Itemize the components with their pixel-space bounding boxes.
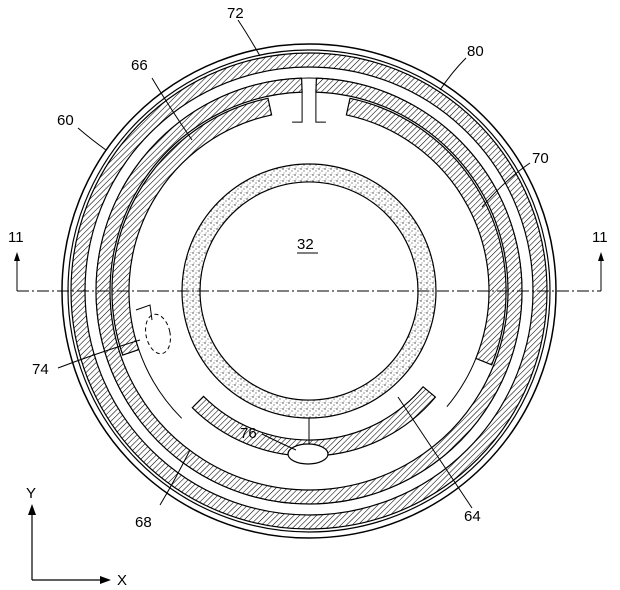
label-68: 68 [135,514,152,531]
connector-arc-left [138,349,183,419]
middle-ring-band [95,77,523,505]
section-arrow-right-head [598,252,604,261]
component-76-ellipse [287,443,329,465]
top-gap-slot-72 [292,92,326,123]
label-axis-y: Y [26,485,36,502]
section-arrow-left-head [14,252,20,261]
label-80: 80 [467,43,484,60]
label-32: 32 [297,236,314,253]
axis-x-arrowhead [100,576,111,584]
leader-lines [57,19,531,509]
label-66: 66 [131,57,148,74]
axis-y-arrowhead [28,504,36,515]
label-11-right: 11 [592,229,608,246]
inner-arc-right-70 [345,97,507,366]
component-74-ellipse [145,313,171,355]
inner-arc-left-66 [111,97,273,356]
middle-hatched-ring [95,77,523,505]
label-11-left: 11 [8,229,24,246]
label-axis-x: X [117,572,127,589]
bottom-hatched-arc-68 [191,385,437,457]
label-76: 76 [240,425,257,442]
connector-arc-right [446,358,477,408]
bottom-arc-68-band [191,385,437,457]
label-70: 70 [532,150,549,167]
pad-74-bracket [135,304,153,321]
connector-lines [138,349,477,419]
label-60: 60 [57,112,74,129]
label-64: 64 [464,508,481,525]
inner-hatched-arcs [111,97,507,366]
label-72: 72 [227,5,244,22]
label-74: 74 [32,361,49,378]
